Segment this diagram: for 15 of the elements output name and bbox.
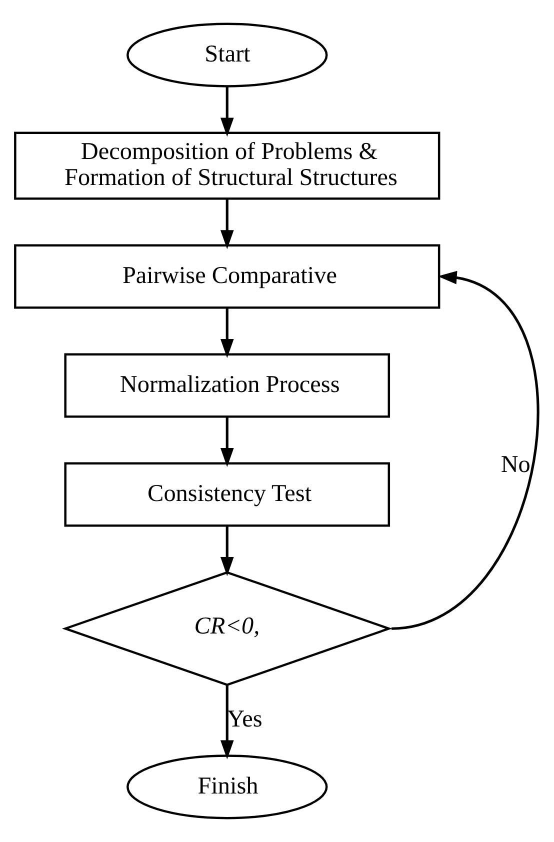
- node-box: Pairwise Comparative: [14, 244, 440, 309]
- arrow: [220, 417, 234, 468]
- arrow: [220, 526, 234, 576]
- edge-label: No: [500, 451, 530, 478]
- node-diamond: CR<0,: [62, 571, 392, 686]
- arrow: [220, 684, 234, 760]
- arrow: [220, 308, 234, 358]
- arrow: [391, 270, 540, 630]
- node-box: Decomposition of Problems & Formation of Structural Structures: [14, 132, 440, 200]
- arrow: [220, 86, 234, 137]
- node-box: Consistency Test: [64, 462, 390, 527]
- arrow: [220, 199, 234, 250]
- node-ellipse: Finish: [126, 754, 328, 820]
- node-box: Normalization Process: [64, 353, 390, 418]
- node-ellipse: Start: [126, 22, 328, 88]
